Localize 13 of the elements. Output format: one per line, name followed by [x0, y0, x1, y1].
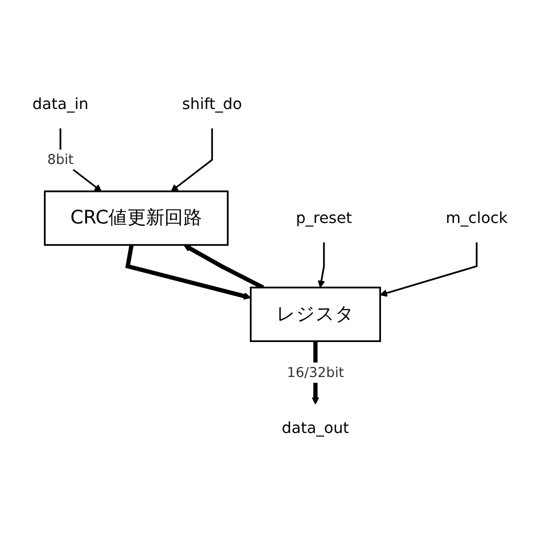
node-text: shift_do	[182, 95, 242, 114]
node-text: data_in	[32, 95, 89, 114]
arrow	[125, 244, 252, 300]
arrow	[380, 242, 478, 297]
node-box: レジスタ	[250, 286, 381, 342]
node-text: p_reset	[296, 209, 352, 228]
edge-label: 8bit	[47, 152, 74, 168]
node-text: m_clock	[446, 209, 508, 228]
arrow	[170, 128, 213, 192]
edge-label: 16/32bit	[286, 364, 344, 381]
arrow	[318, 242, 326, 288]
node-text: data_out	[282, 420, 350, 438]
node-box: CRC値更新回路	[44, 190, 229, 246]
